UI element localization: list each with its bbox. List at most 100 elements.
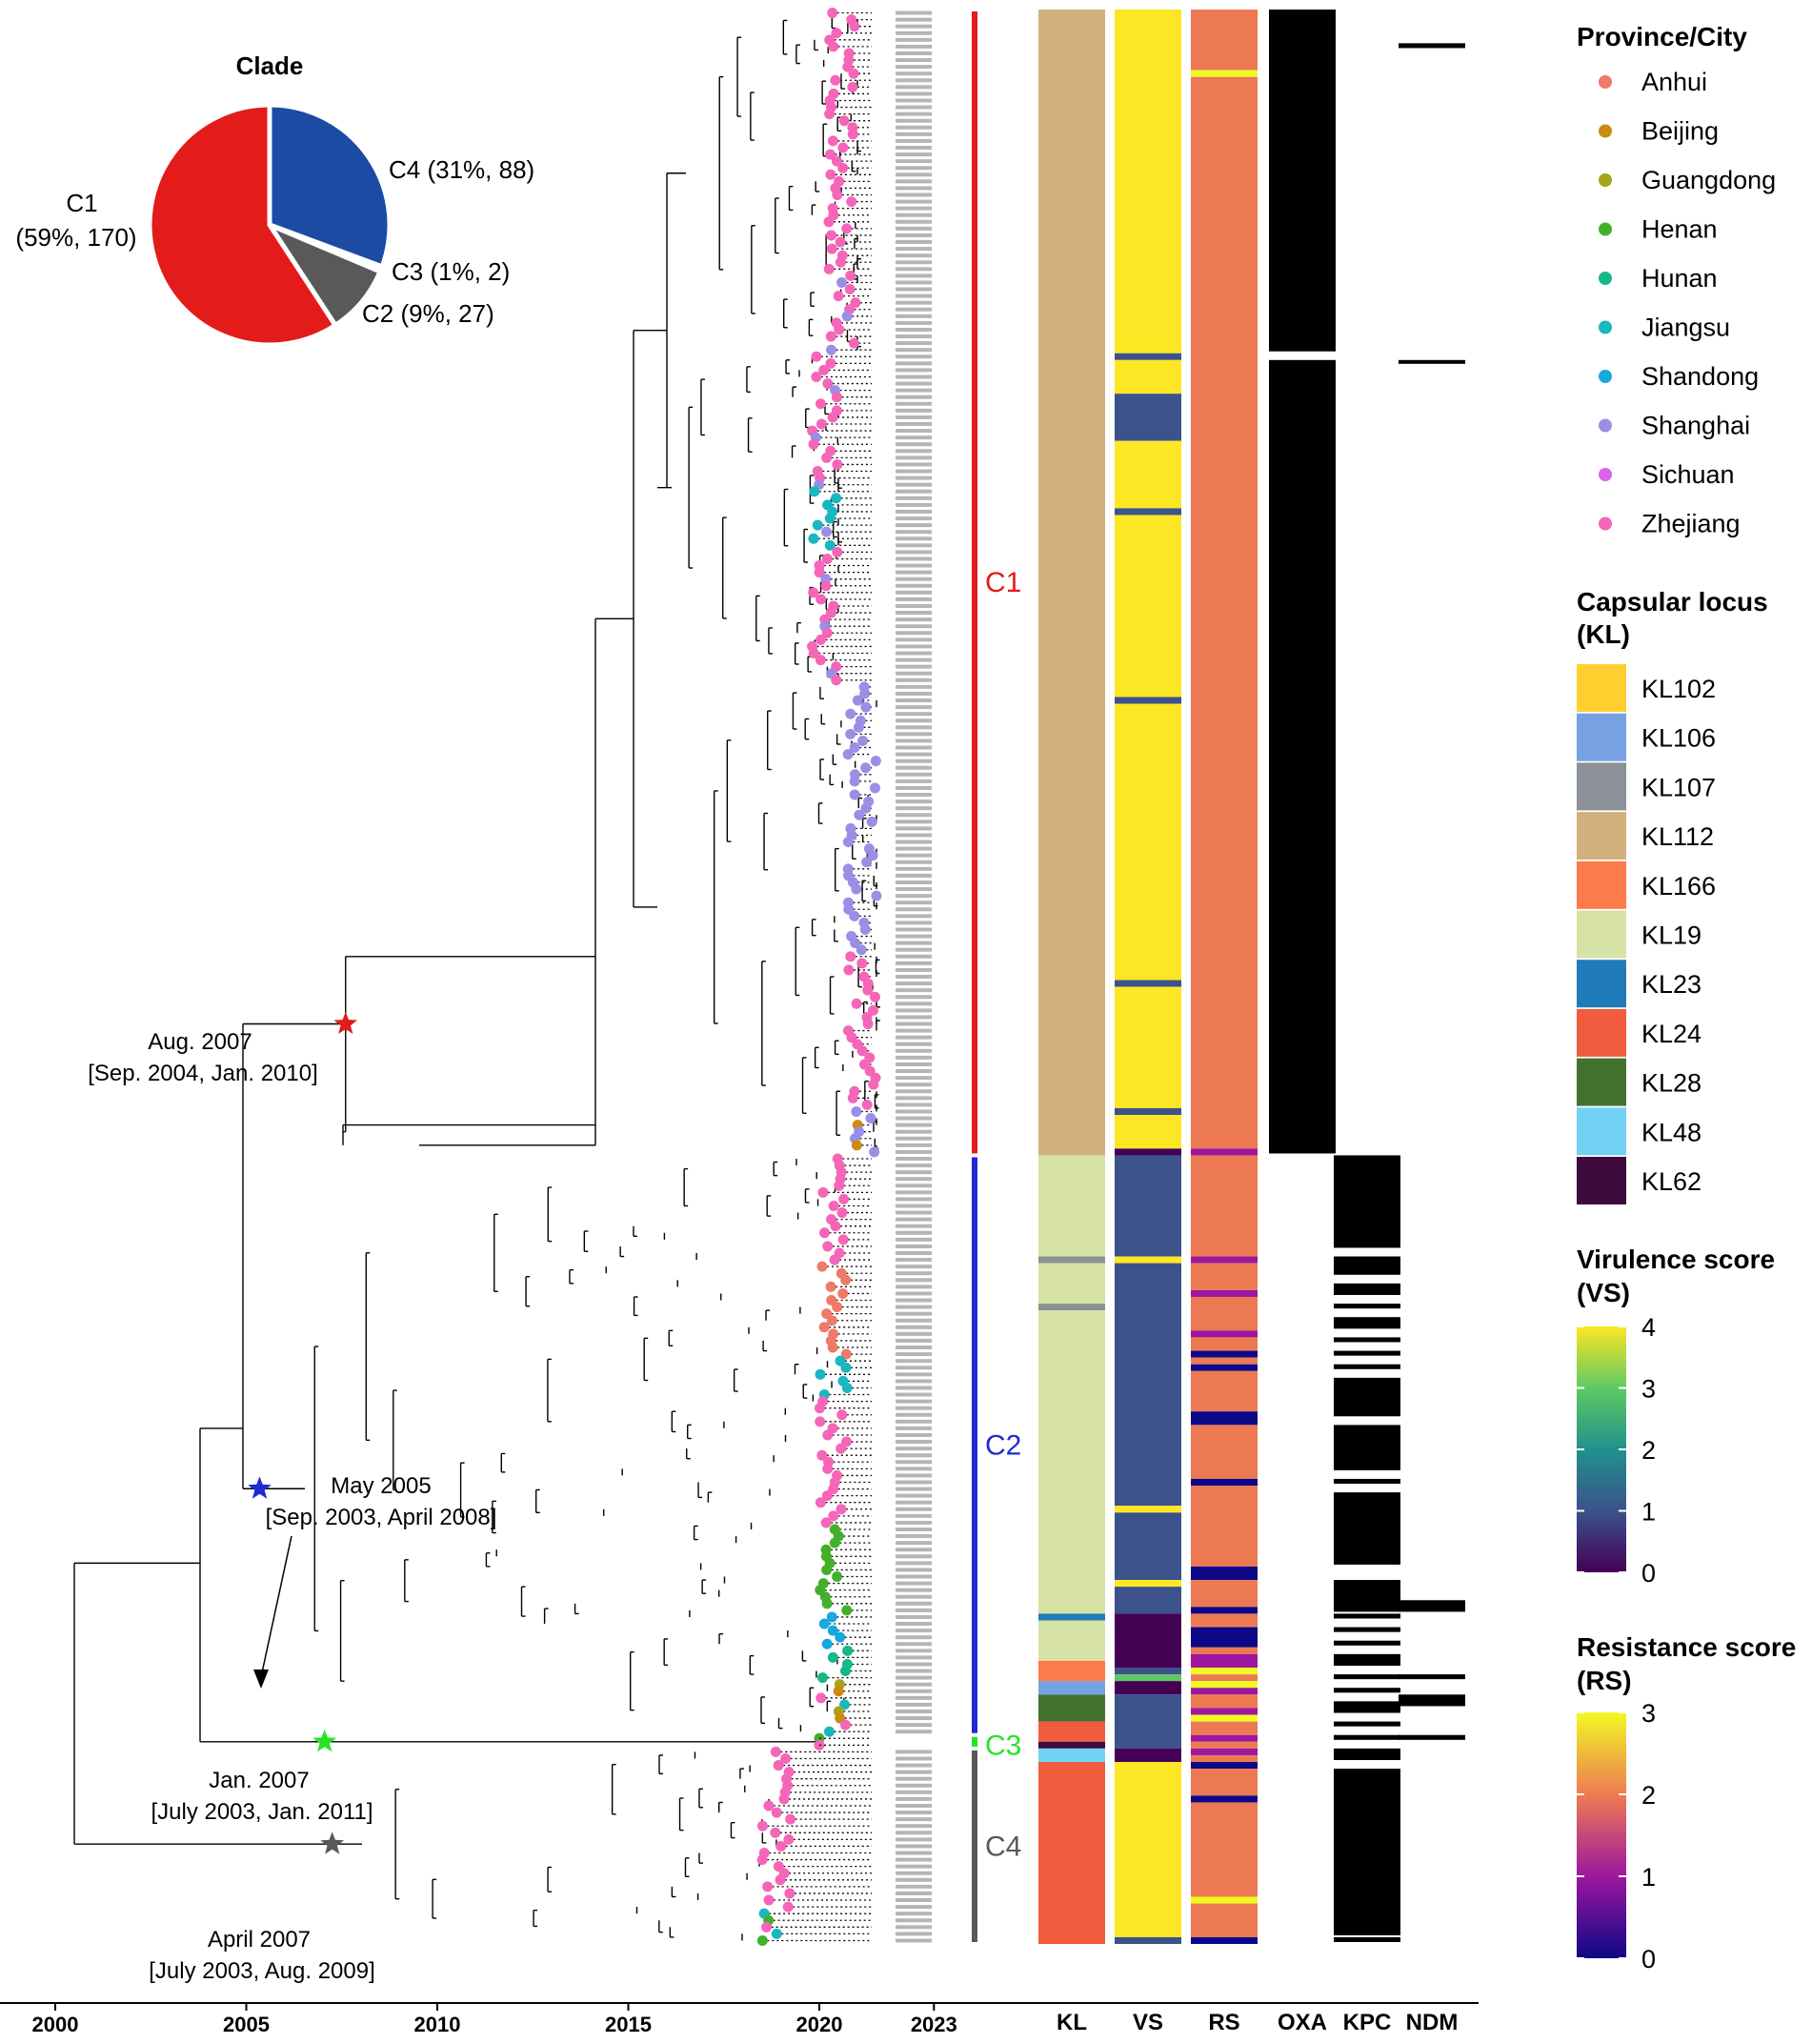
tip-label xyxy=(896,1891,932,1895)
tip-label xyxy=(896,1548,932,1552)
tip-point xyxy=(821,1638,833,1649)
rs-cell xyxy=(1191,1607,1258,1614)
tip-point xyxy=(831,493,842,504)
vs-cell xyxy=(1115,440,1181,509)
rs-cell xyxy=(1191,1580,1258,1608)
tip-label xyxy=(896,1655,932,1660)
pie-label-c4: C4 (31%, 88) xyxy=(389,155,534,184)
tip-point xyxy=(832,190,843,201)
tip-point xyxy=(870,756,881,767)
tip-label xyxy=(896,1574,932,1579)
tip-point xyxy=(815,634,827,645)
tip-point xyxy=(839,1719,851,1730)
tip-label xyxy=(896,866,932,871)
tip-label xyxy=(896,1136,932,1141)
tip-point xyxy=(829,1254,840,1265)
tip-point xyxy=(838,1193,850,1204)
legend-province-title: Province/City xyxy=(1577,22,1747,51)
tip-label xyxy=(896,1750,932,1754)
tip-label xyxy=(896,1426,932,1430)
kl-cell xyxy=(1038,1741,1105,1749)
tip-point xyxy=(849,910,860,921)
rs-cell xyxy=(1191,1754,1258,1763)
tip-point xyxy=(828,1484,839,1495)
tip-label xyxy=(896,273,932,278)
tip-label xyxy=(896,1480,932,1485)
tip-label xyxy=(896,583,932,588)
vs-cell xyxy=(1115,1107,1181,1115)
tip-point xyxy=(847,129,858,140)
tip-point xyxy=(821,627,833,638)
kpc-cell xyxy=(1334,1377,1400,1417)
rs-cell xyxy=(1191,1936,1258,1944)
kl-cell xyxy=(1038,1762,1105,1944)
kpc-cell xyxy=(1334,1640,1400,1646)
clade-label-c4: C4 xyxy=(985,1831,1021,1862)
tip-label xyxy=(896,1278,932,1283)
tip-label xyxy=(896,793,932,798)
tip-label xyxy=(896,543,932,548)
tip-point xyxy=(841,1605,853,1616)
kpc-cell xyxy=(1334,1769,1400,1935)
tip-point xyxy=(848,68,859,79)
rs-cell xyxy=(1191,1330,1258,1338)
kl-cell xyxy=(1038,1613,1105,1621)
tip-label xyxy=(896,603,932,608)
tip-label xyxy=(896,1089,932,1094)
rs-cell xyxy=(1191,1256,1258,1264)
vs-cell xyxy=(1115,1256,1181,1264)
tip-label xyxy=(896,280,932,285)
node-star-c1 xyxy=(333,1011,358,1034)
legend-province-swatch xyxy=(1599,272,1612,285)
vs-cell xyxy=(1115,1148,1181,1156)
tip-point xyxy=(839,1666,851,1677)
vs-cell xyxy=(1115,1762,1181,1937)
tip-label xyxy=(896,887,932,892)
tip-point xyxy=(836,1207,848,1219)
tip-point xyxy=(849,776,860,787)
kl-cell xyxy=(1038,1256,1105,1264)
tip-label xyxy=(896,1796,932,1801)
tip-label xyxy=(896,125,932,130)
tip-label xyxy=(896,1864,932,1869)
tip-point xyxy=(845,270,856,281)
tip-point xyxy=(826,1611,837,1623)
tip-label xyxy=(896,577,932,581)
rs-cell xyxy=(1191,1748,1258,1755)
rs-cell xyxy=(1191,1289,1258,1297)
tip-point xyxy=(818,1618,830,1629)
tip-point xyxy=(827,135,838,147)
axis-tick-label: 2000 xyxy=(32,2013,79,2036)
tip-label xyxy=(896,1675,932,1680)
kpc-cell xyxy=(1334,1317,1400,1329)
tip-label xyxy=(896,523,932,528)
ndm-cell xyxy=(1399,43,1465,49)
tip-label xyxy=(896,1837,932,1842)
rs-cell xyxy=(1191,1795,1258,1803)
legend-rs-tick-label: 1 xyxy=(1641,1863,1656,1892)
axis-tick-label: 2020 xyxy=(796,2013,843,2036)
kpc-cell xyxy=(1334,1748,1400,1761)
tip-label xyxy=(896,1022,932,1026)
tip-point xyxy=(827,1342,838,1353)
column-label-vs: VS xyxy=(1133,2010,1163,2035)
tip-point xyxy=(836,276,848,288)
tip-label xyxy=(896,1898,932,1903)
tip-label xyxy=(896,1534,932,1539)
tip-label xyxy=(896,1662,932,1667)
tip-label xyxy=(896,846,932,851)
legend-kl-kl102: KL102 xyxy=(1641,675,1716,703)
tip-point xyxy=(841,311,853,322)
tip-label xyxy=(896,1493,932,1498)
tip-label xyxy=(896,563,932,568)
tip-point xyxy=(865,1113,876,1124)
tip-point xyxy=(833,291,844,302)
tip-label xyxy=(896,772,932,777)
tip-point xyxy=(842,61,854,72)
tip-label xyxy=(896,637,932,642)
column-label-kpc: KPC xyxy=(1343,2010,1392,2035)
tip-point xyxy=(862,984,874,996)
tip-point xyxy=(827,1651,838,1663)
